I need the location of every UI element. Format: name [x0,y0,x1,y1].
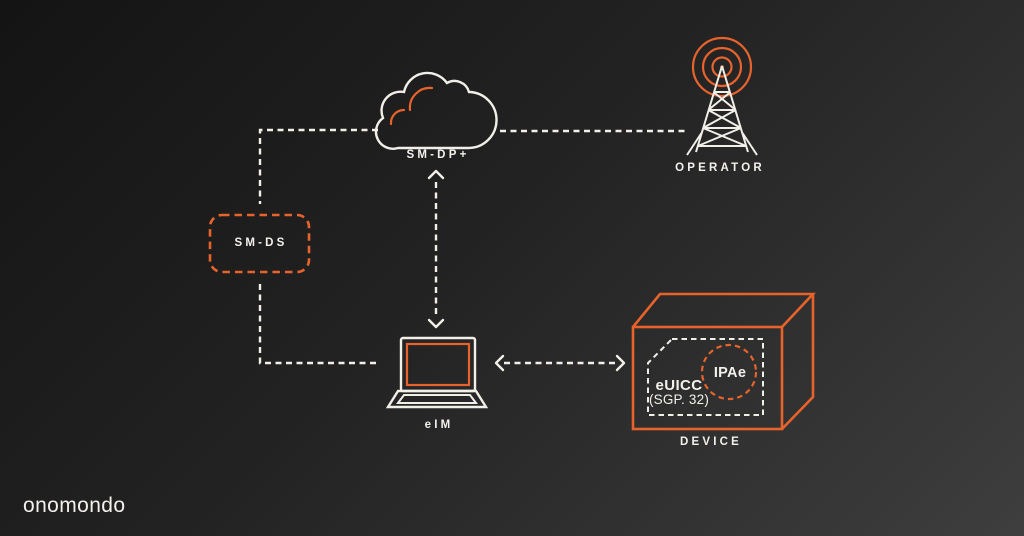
laptop-icon [385,336,489,409]
device-label: DEVICE [679,436,743,448]
connector-smdp-smds [258,128,378,204]
operator-label: OPERATOR [675,162,765,174]
ipae-circle [700,343,758,401]
smdp-label: SM-DP+ [406,149,470,161]
ipae-label: IPAe [713,365,747,381]
onomondo-logo: onomondo [23,494,126,517]
arrow-eim-device [494,354,626,372]
sgp32-label: (SGP. 32) [648,392,710,407]
smds-label: SM-DS [234,237,288,249]
euicc-label: eUICC [655,377,703,394]
cloud-icon [374,71,498,150]
device-box-icon [631,292,817,431]
smds-box [208,213,311,274]
eim-label: eIM [424,419,454,431]
radio-tower-icon [686,36,758,156]
connector-smds-eim [258,284,378,365]
arrow-smdp-eim [427,169,445,329]
